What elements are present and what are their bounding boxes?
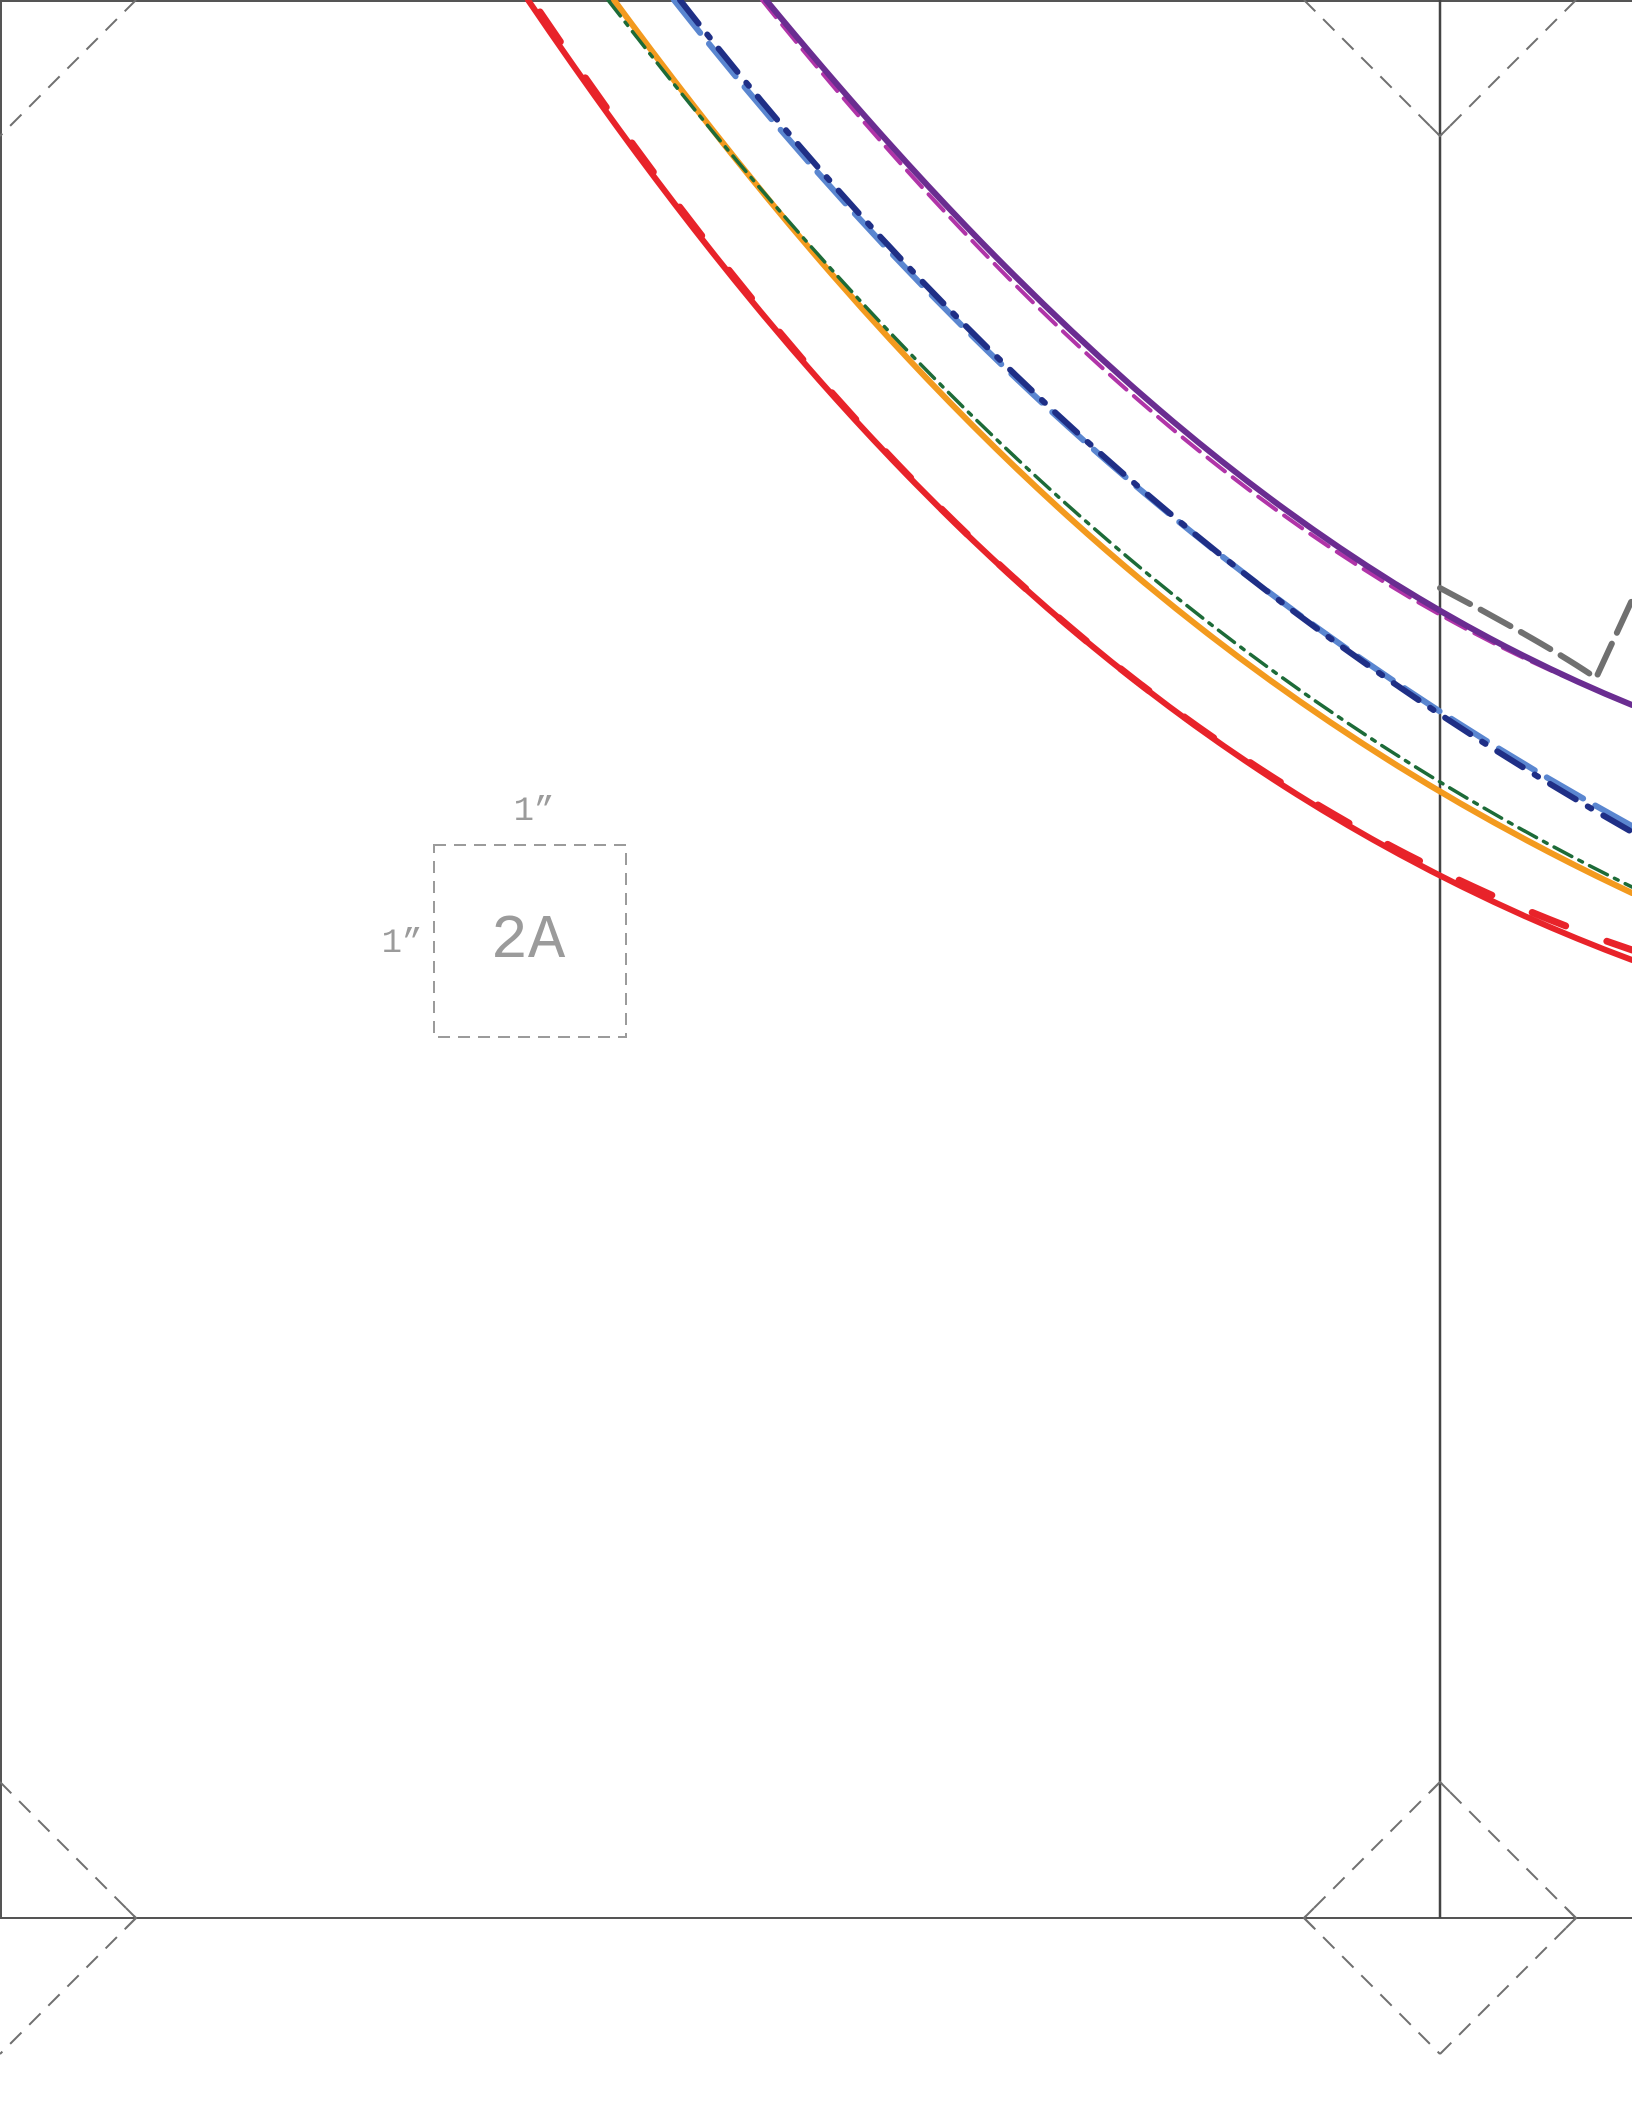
guide-bottom-left-in <box>0 1781 137 1919</box>
guide-top-join-right <box>1439 0 1577 137</box>
magenta-size-line <box>760 0 1598 692</box>
guide-top-left <box>0 0 137 137</box>
light-blue-size-line <box>671 0 1632 829</box>
guide-bottom-join-c <box>1439 1917 1577 2055</box>
test-square-height-label: 1” <box>382 925 423 963</box>
gray-size-line <box>1437 585 1632 683</box>
guide-top-join-left <box>1303 0 1441 137</box>
pattern-border <box>0 0 1632 1919</box>
arrow-tip-bottom-join-left <box>1302 1907 1315 1929</box>
test-square <box>433 844 627 1038</box>
size-curves <box>525 0 1632 963</box>
purple-size-line <box>763 0 1632 708</box>
navy-size-line <box>677 0 1632 835</box>
red-dashed-size-line <box>536 8 1632 954</box>
green-size-line <box>606 0 1632 889</box>
test-square-width-label: 1” <box>514 793 555 831</box>
guide-bottom-join-a <box>1303 1781 1441 1919</box>
guide-bottom-left-out <box>0 1917 137 2055</box>
alignment-guides <box>0 0 1577 2055</box>
red-size-line <box>525 0 1632 963</box>
arrow-tip-bottom-join-right <box>1565 1907 1578 1929</box>
arrow-tip-bottom-join-top <box>1429 1780 1451 1793</box>
orange-size-line <box>611 0 1632 896</box>
arrow-tip-bottom-left <box>125 1907 138 1929</box>
test-square-id: 2A <box>491 905 566 976</box>
guide-arrow-tips <box>125 125 1578 1929</box>
test-square-group: 1” 1” 2A <box>382 793 627 1038</box>
guide-bottom-join-b <box>1303 1917 1441 2055</box>
arrow-tip-top-join <box>1429 125 1451 138</box>
guide-bottom-join-d <box>1439 1781 1577 1919</box>
